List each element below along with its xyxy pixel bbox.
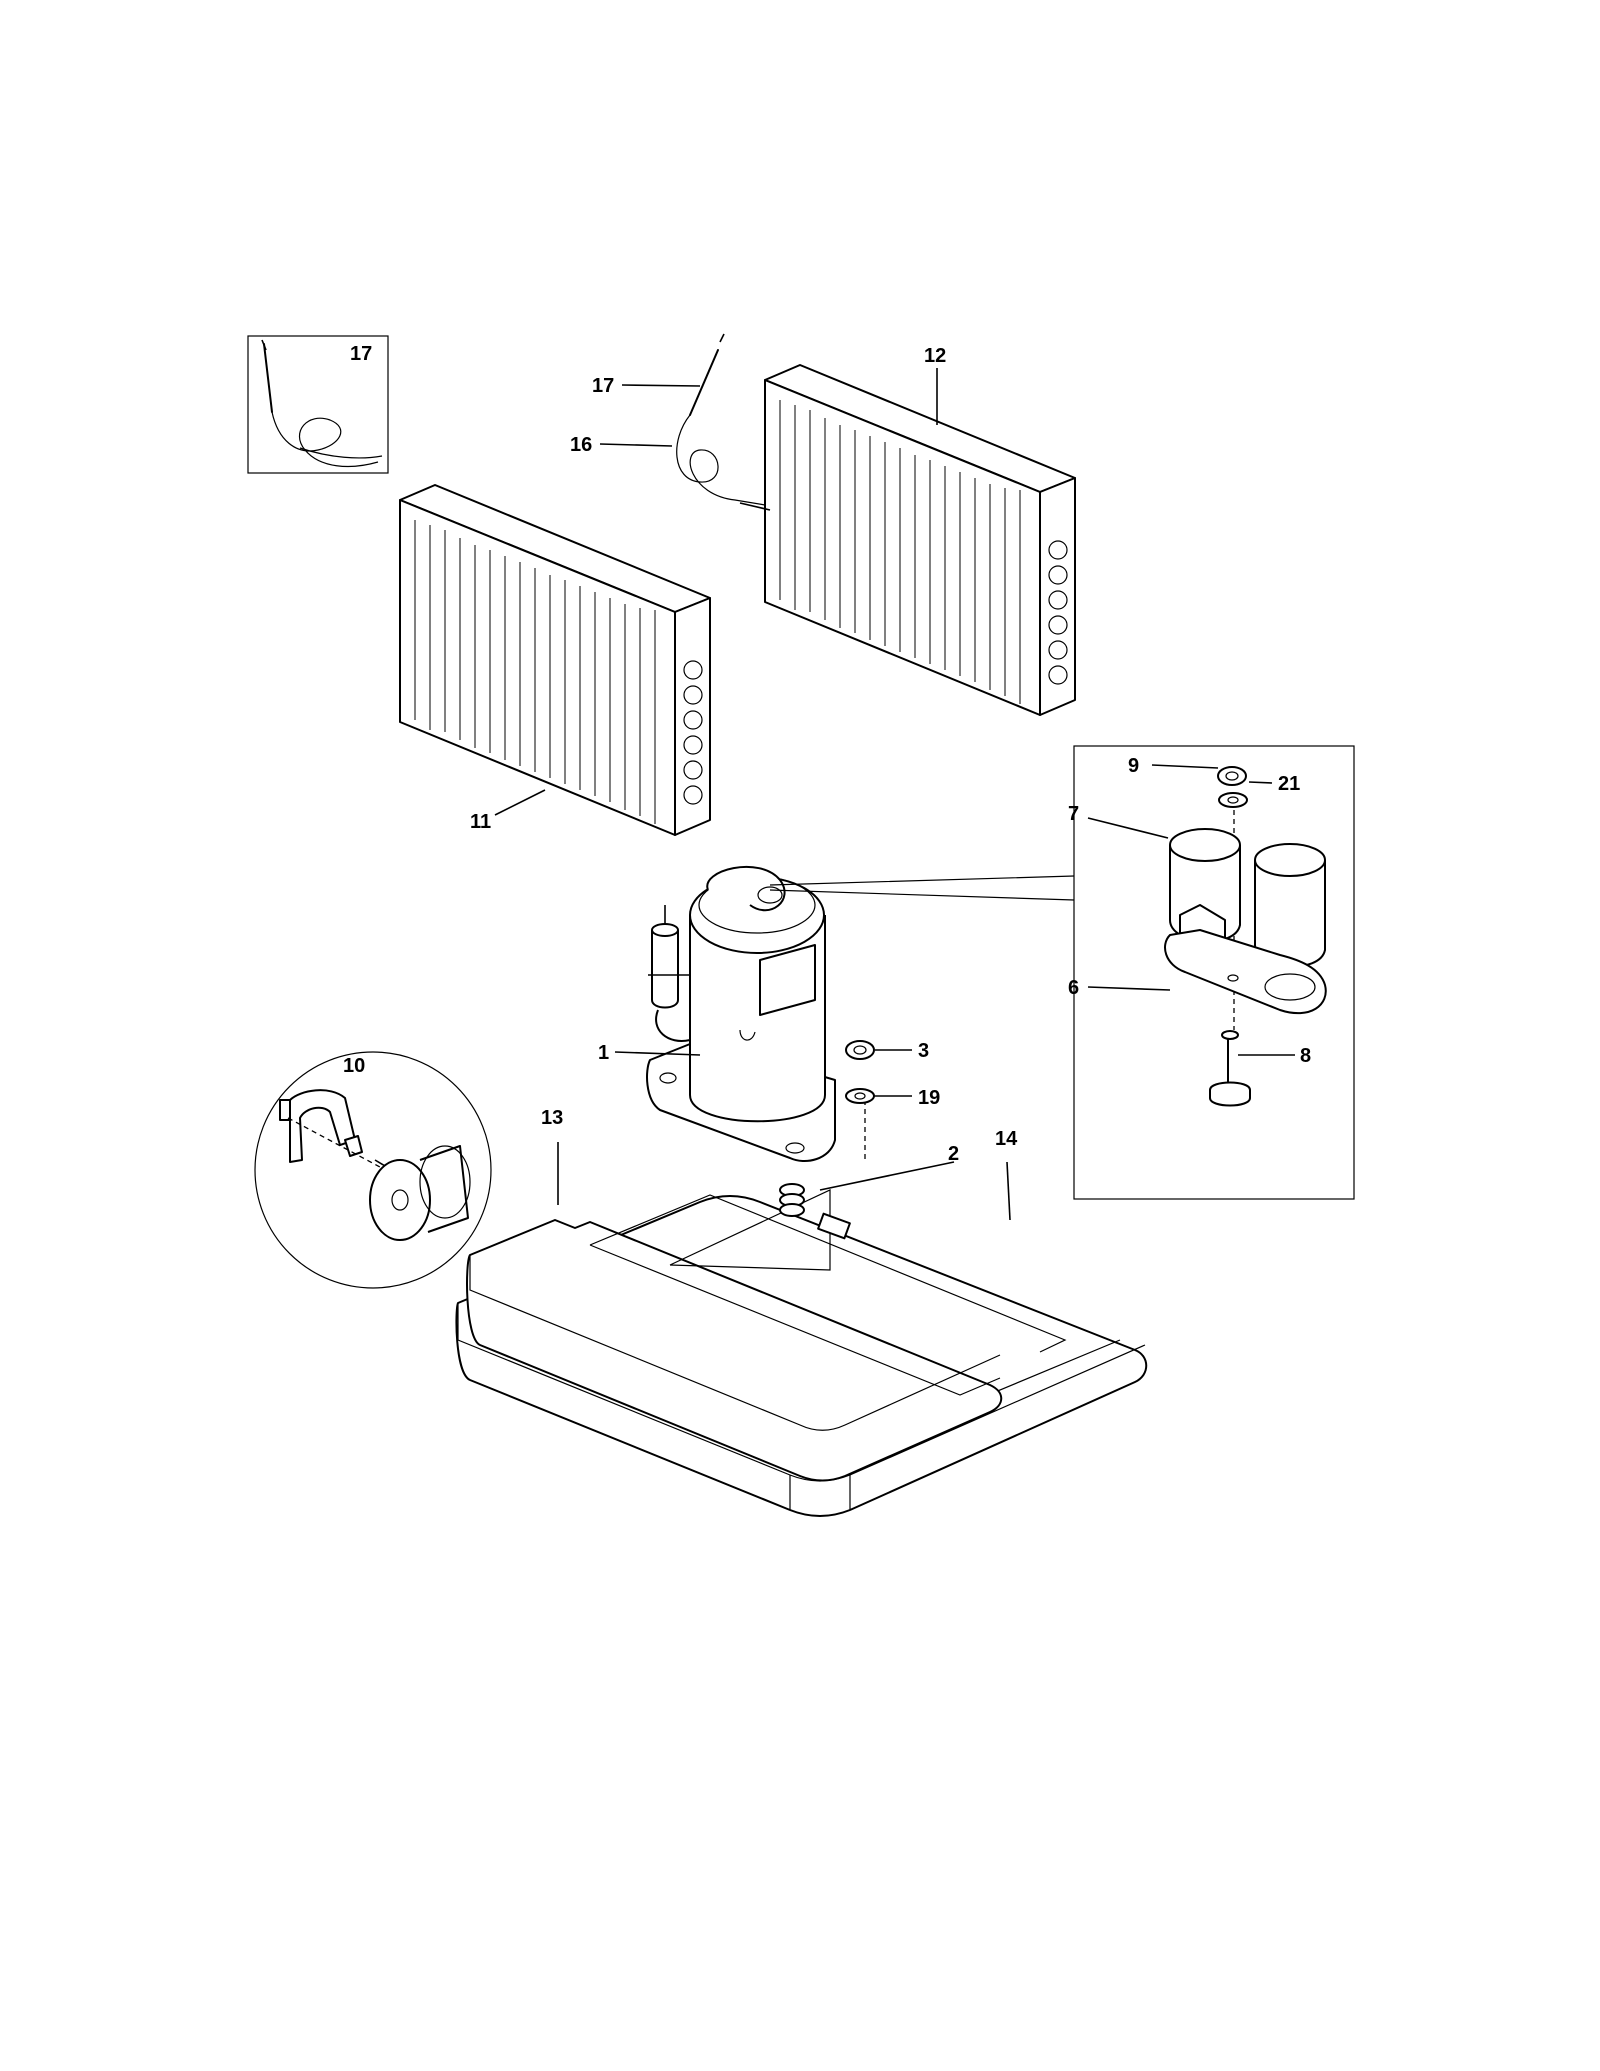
label-16: 16 <box>570 434 592 456</box>
leader-lines <box>494 368 1295 1221</box>
plate-6 <box>1164 929 1327 1015</box>
coil-11 <box>399 484 711 836</box>
label-9: 9 <box>1128 755 1139 777</box>
label-19: 19 <box>918 1087 940 1109</box>
label-3: 3 <box>918 1040 929 1062</box>
thermistor-sensor <box>263 343 273 413</box>
label-2: 2 <box>948 1143 959 1165</box>
drain-pan-13 <box>466 1189 1067 1482</box>
coil-12 <box>764 364 1076 716</box>
label-21: 21 <box>1278 773 1300 795</box>
label-10: 10 <box>343 1055 365 1077</box>
labels: 1 2 3 6 7 8 9 10 11 12 13 14 16 17 19 21 <box>343 345 1311 1165</box>
label-11: 11 <box>470 811 491 833</box>
label-6: 6 <box>1068 977 1079 999</box>
grommet-8 <box>1209 1030 1251 1107</box>
label-1: 1 <box>598 1042 609 1064</box>
thermistor-assembly <box>676 333 771 511</box>
inset-mount-box <box>1073 745 1355 1200</box>
label-13: 13 <box>541 1107 563 1129</box>
label-14: 14 <box>995 1128 1018 1150</box>
label-8: 8 <box>1300 1045 1311 1067</box>
label-7: 7 <box>1068 803 1079 825</box>
nut-9 <box>1217 766 1247 786</box>
spring-2 <box>779 1183 851 1240</box>
label-17: 17 <box>592 375 614 397</box>
compressor-1 <box>646 865 866 1162</box>
label-17-inset: 17 <box>350 343 372 365</box>
inset-circle-10 <box>254 1051 492 1289</box>
washer-21 <box>1218 792 1248 808</box>
label-12: 12 <box>924 345 946 367</box>
washer-19 <box>845 1088 875 1104</box>
inset-thermistor-box: 17 <box>247 335 389 474</box>
nut-3 <box>845 1040 875 1060</box>
